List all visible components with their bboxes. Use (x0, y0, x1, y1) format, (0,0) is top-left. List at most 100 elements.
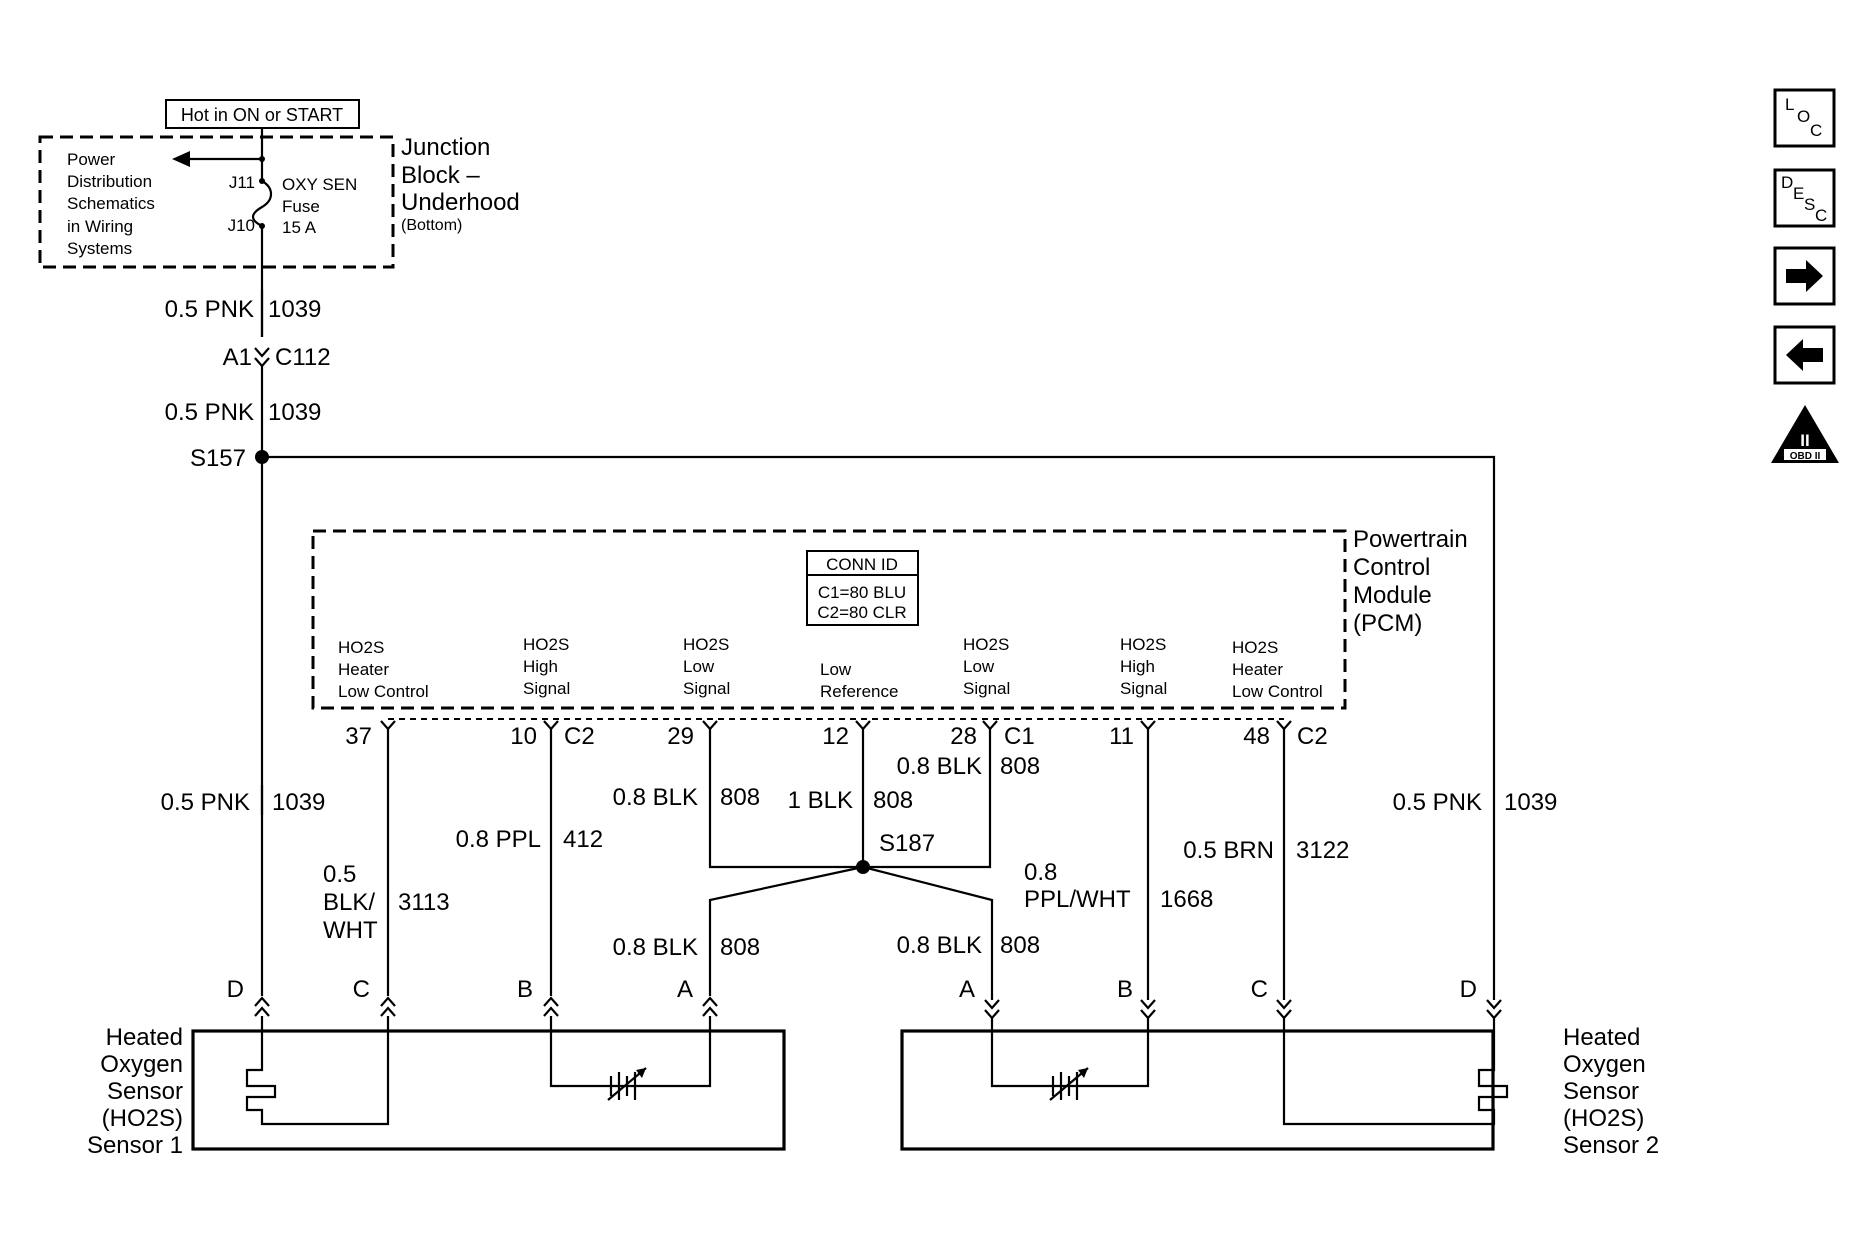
svg-text:C: C (1251, 976, 1268, 1003)
svg-text:1039: 1039 (268, 399, 321, 426)
obd-ii-button[interactable]: II OBD II (1771, 405, 1839, 463)
desc-button[interactable]: D E S C (1773, 168, 1836, 228)
pcm-terminal-29-name: HO2S Low Signal (683, 635, 730, 698)
svg-text:C1: C1 (1004, 723, 1035, 750)
splice-s187: S187 (856, 830, 935, 874)
svg-text:S157: S157 (190, 445, 246, 472)
svg-text:C112: C112 (275, 344, 331, 371)
svg-text:28: 28 (950, 723, 977, 750)
wire-sensor2-c: 0.5 BRN 3122 (1183, 729, 1349, 1000)
fuse-icon (251, 180, 273, 227)
svg-text:PPL/WHT: PPL/WHT (1024, 886, 1131, 913)
svg-text:E: E (1793, 184, 1804, 203)
svg-text:HO2S: HO2S (1120, 635, 1166, 654)
svg-text:11: 11 (1109, 723, 1134, 750)
arrow-right-icon (1786, 260, 1823, 292)
desc-icon (1773, 168, 1836, 228)
svg-text:29: 29 (667, 723, 694, 750)
svg-text:(Bottom): (Bottom) (401, 217, 462, 234)
conn-id-table: CONN ID C1=80 BLU C2=80 CLR (806, 550, 919, 626)
pcm-terminal-10-name: HO2S High Signal (523, 635, 570, 698)
next-button[interactable] (1773, 246, 1836, 306)
svg-text:Schematics: Schematics (67, 194, 155, 213)
svg-text:C: C (353, 976, 370, 1003)
wire-sensor1-c: 0.5 BLK/ WHT 3113 (323, 729, 450, 996)
svg-text:D: D (1781, 173, 1793, 192)
svg-text:0.8 BLK: 0.8 BLK (613, 784, 698, 811)
svg-text:Signal: Signal (963, 679, 1010, 698)
svg-text:1039: 1039 (268, 296, 321, 323)
sensor1: D C B A Heated Oxygen Sensor (HO2S) Sens… (87, 976, 786, 1159)
sensor2: A B C D Heated Oxygen Sensor (HO2S) Sens… (900, 976, 1659, 1159)
svg-text:48: 48 (1243, 723, 1270, 750)
svg-text:(HO2S): (HO2S) (1563, 1105, 1644, 1132)
prev-button[interactable] (1773, 325, 1836, 385)
svg-text:CONN ID: CONN ID (826, 555, 898, 574)
svg-text:0.5 PNK: 0.5 PNK (165, 399, 254, 426)
wire-sensor2-a: 0.8 BLK 808 (862, 865, 1040, 1000)
svg-text:0.5 PNK: 0.5 PNK (1393, 789, 1482, 816)
svg-text:B: B (1117, 976, 1133, 1003)
sensor1-pin-c (380, 996, 396, 1017)
svg-text:Control: Control (1353, 554, 1430, 581)
svg-text:Power: Power (67, 150, 116, 169)
svg-text:BLK/: BLK/ (323, 889, 375, 916)
svg-text:Distribution: Distribution (67, 172, 152, 191)
svg-text:C2=80 CLR: C2=80 CLR (817, 603, 906, 622)
pcm-pin-12 (855, 720, 871, 731)
svg-text:Heater: Heater (338, 660, 389, 679)
obd-ii-icon (1771, 405, 1839, 463)
svg-text:(HO2S): (HO2S) (102, 1105, 183, 1132)
svg-text:Underhood: Underhood (401, 189, 520, 216)
svg-text:808: 808 (1000, 753, 1040, 780)
svg-text:HO2S: HO2S (338, 638, 384, 657)
svg-text:C1=80 BLU: C1=80 BLU (818, 583, 906, 602)
pcm-pin-37 (380, 720, 396, 731)
pcm-pin-48 (1276, 720, 1292, 731)
connector-c112: A1 C112 (223, 344, 331, 457)
sensor2-pin-b (1140, 999, 1156, 1020)
fuse-label: OXY SEN (282, 175, 357, 194)
loc-button[interactable]: L O C (1773, 88, 1836, 148)
svg-text:0.5 PNK: 0.5 PNK (165, 296, 254, 323)
svg-text:L: L (1785, 95, 1794, 114)
svg-text:Reference: Reference (820, 682, 898, 701)
wire-sensor1-b: 0.8 PPL 412 (456, 729, 603, 996)
sensor1-pin-d (254, 996, 270, 1017)
svg-text:808: 808 (1000, 932, 1040, 959)
power-dist-arrow-icon (172, 151, 190, 167)
sensor2-title: Heated (1563, 1024, 1640, 1051)
pcm-terminal-48-name: HO2S Heater Low Control (1232, 638, 1323, 701)
svg-text:High: High (1120, 657, 1155, 676)
sensor2-pin-c (1276, 999, 1292, 1020)
svg-text:HO2S: HO2S (683, 635, 729, 654)
wire-sensor1-a: 0.8 BLK 808 (613, 865, 864, 996)
svg-text:Signal: Signal (523, 679, 570, 698)
svg-text:C2: C2 (564, 723, 595, 750)
junction-block-box (38, 135, 395, 269)
svg-text:S: S (1804, 195, 1815, 214)
svg-text:B: B (517, 976, 533, 1003)
svg-text:Sensor: Sensor (1563, 1078, 1639, 1105)
svg-text:808: 808 (873, 787, 913, 814)
pcm: Powertrain Control Module (PCM) CONN ID … (311, 526, 1468, 750)
svg-text:C2: C2 (1297, 723, 1328, 750)
wire-sensor2-b: 0.8 PPL/WHT 1668 (1024, 729, 1213, 1000)
svg-text:808: 808 (720, 784, 760, 811)
svg-text:D: D (1460, 976, 1477, 1003)
pcm-terminal-28-name: HO2S Low Signal (963, 635, 1010, 698)
svg-text:Heater: Heater (1232, 660, 1283, 679)
sensor2-pin-a (984, 999, 1000, 1020)
sensor1-pin-b (543, 996, 559, 1017)
svg-text:Block –: Block – (401, 162, 480, 189)
svg-text:0.8 PPL: 0.8 PPL (456, 826, 541, 853)
sensor1-element-icon (607, 1067, 647, 1101)
svg-text:3122: 3122 (1296, 837, 1349, 864)
svg-text:A: A (677, 976, 693, 1003)
sensor2-element-icon (1049, 1067, 1089, 1101)
svg-text:Sensor: Sensor (107, 1078, 183, 1105)
svg-text:Module: Module (1353, 582, 1432, 609)
svg-text:0.5 PNK: 0.5 PNK (161, 789, 250, 816)
wire-pin12: 1 BLK 808 (788, 729, 913, 867)
pcm-box (311, 529, 1347, 710)
